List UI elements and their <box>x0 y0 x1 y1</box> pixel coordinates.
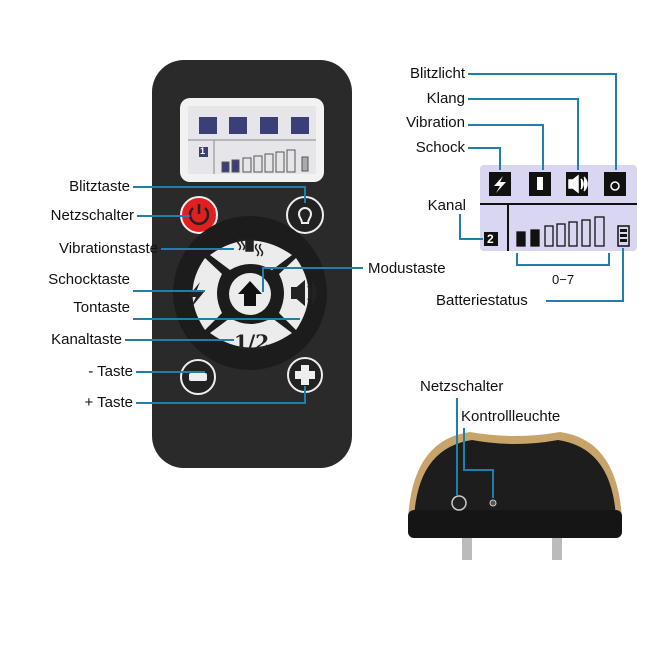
label-channel: Kanal <box>427 197 466 214</box>
lightning-icon <box>188 282 204 309</box>
label-collar-indicator: Kontrollleuchte <box>461 408 561 425</box>
label-minus-button: - Taste <box>88 363 133 380</box>
label-level-range: 0−7 <box>552 272 575 287</box>
label-vibration-button: Vibrationstaste <box>59 240 158 257</box>
label-mode-button: Modustaste <box>368 260 446 277</box>
label-flashlight: Blitzlicht <box>409 65 465 82</box>
label-power-button: Netzschalter <box>50 207 134 224</box>
label-flash-button: Blitztaste <box>69 178 130 195</box>
label-collar-power: Netzschalter <box>420 378 504 395</box>
vibration-button[interactable] <box>210 240 292 271</box>
lcd-level-bars <box>516 216 605 247</box>
battery-lcd-icon <box>617 225 630 247</box>
channel-lcd-box <box>484 232 498 246</box>
arrow-up-icon <box>238 281 262 306</box>
lcd-detail-panel <box>480 165 637 251</box>
remote-lcd-level-bars <box>221 149 309 173</box>
collar-power-button[interactable] <box>451 495 467 511</box>
collar-electrode-right <box>552 538 562 560</box>
lcd-channel-value: 2 <box>487 232 494 246</box>
remote-lcd-icons <box>199 117 309 157</box>
vibration-icon <box>236 237 264 257</box>
power-icon <box>188 204 210 225</box>
remote-leader-lines <box>125 186 363 404</box>
label-sound: Klang <box>426 90 465 107</box>
minus-icon <box>189 373 207 381</box>
remote-lcd-channel: 1 <box>200 146 206 156</box>
label-battery: Batteriestatus <box>436 292 528 309</box>
speaker-icon <box>291 279 317 307</box>
plus-icon <box>295 365 315 385</box>
label-shock-button: Schocktaste <box>48 271 130 288</box>
collar-electrode-left <box>462 538 472 560</box>
collar-indicator-light <box>489 499 497 507</box>
label-shock: Schock <box>415 139 465 156</box>
channel-button-text: 1/2 <box>234 330 270 354</box>
flashlight-lcd-icon <box>604 172 626 196</box>
label-channel-button: Kanaltaste <box>51 331 122 348</box>
label-plus-button: + Taste <box>84 394 133 411</box>
bulb-icon <box>297 207 313 224</box>
label-tone-button: Tontaste <box>73 299 130 316</box>
label-vibration: Vibration <box>406 114 465 131</box>
shock-button[interactable] <box>192 258 223 330</box>
lcd-leader-lines <box>459 73 624 302</box>
collar-leader-lines <box>456 398 494 498</box>
